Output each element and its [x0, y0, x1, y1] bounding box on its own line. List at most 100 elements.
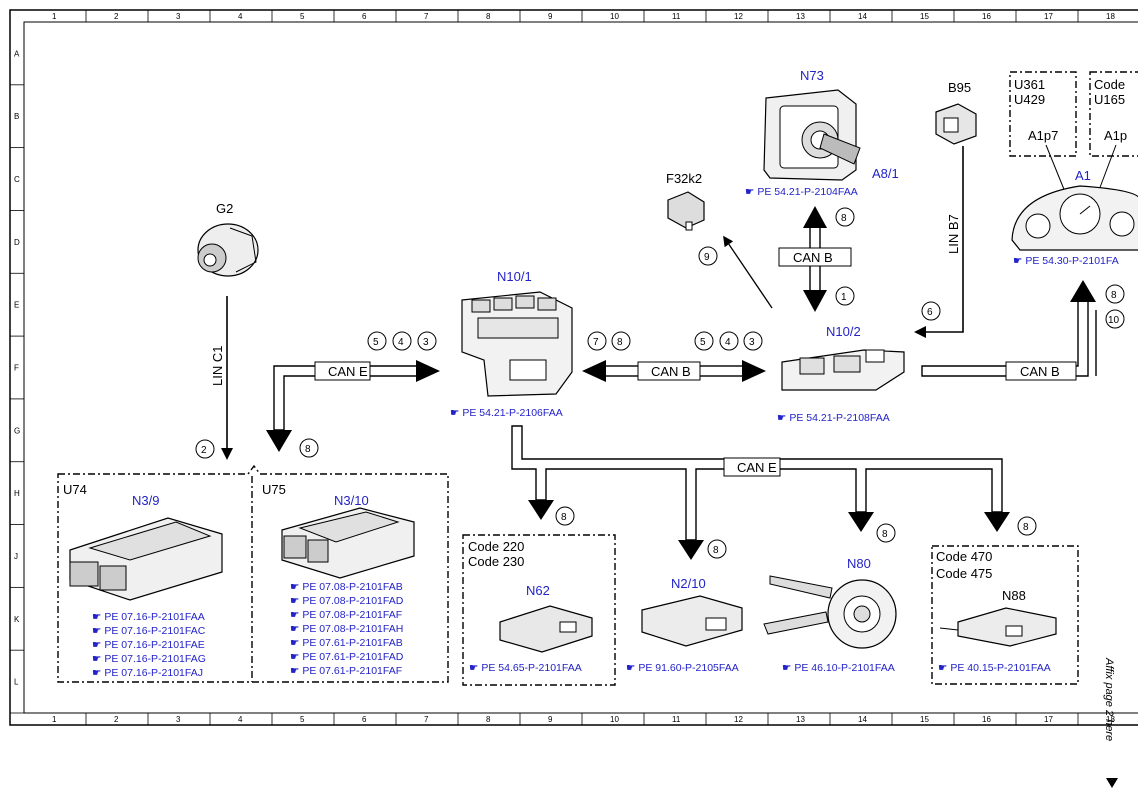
callout-7: 7 [593, 337, 599, 348]
n88-label: N88 [1002, 588, 1026, 603]
n10-2-label: N10/2 [826, 324, 861, 339]
outer-frame [9, 9, 1138, 726]
n3-10-ref-2: ☛ PE 07.08-P-2101FAF [290, 609, 402, 621]
n3-9-ref-1: ☛ PE 07.16-P-2101FAC [92, 625, 206, 637]
n3-9-label: N3/9 [132, 493, 159, 508]
n88-box [931, 545, 1079, 685]
callout-1: 1 [841, 292, 847, 303]
grid-row-label: L [14, 678, 19, 687]
n88-code2: Code 475 [936, 566, 992, 581]
n2-10-ref: ☛ PE 91.60-P-2105FAA [626, 662, 739, 674]
u75-label: U75 [262, 482, 286, 497]
grid-row-label: J [14, 552, 18, 561]
n3-10-ref-5: ☛ PE 07.61-P-2101FAD [290, 651, 404, 663]
n10-1-ref: ☛ PE 54.21-P-2106FAA [450, 407, 563, 419]
n3-10-ecu-icon [281, 507, 415, 579]
grid-col-label: 17 [1044, 12, 1053, 21]
n62-code1: Code 220 [468, 539, 524, 554]
n3-10-ref-6: ☛ PE 07.61-P-2101FAF [290, 665, 402, 677]
grid-row-label: K [14, 615, 20, 624]
grid-col-label: 6 [362, 12, 367, 21]
grid-col-label: 11 [672, 715, 681, 724]
arrow-down-icon [1106, 778, 1118, 788]
grid-col-label: 4 [238, 12, 243, 21]
callout-8c: 8 [841, 213, 847, 224]
n62-label: N62 [526, 583, 550, 598]
n62-module-icon [499, 605, 593, 653]
n62-box [462, 534, 616, 686]
grid-col-label: 9 [548, 715, 553, 724]
grid-col-label: 3 [176, 12, 181, 21]
grid-col-label: 7 [424, 715, 429, 724]
grid-col-label: 2 [114, 715, 119, 724]
n10-2-ref: ☛ PE 54.21-P-2108FAA [777, 412, 890, 424]
n80-ref: ☛ PE 46.10-P-2101FAA [782, 662, 895, 674]
grid-col-label: 14 [858, 715, 867, 724]
n10-2-module-icon [781, 349, 905, 391]
grid-col-label: 15 [920, 715, 929, 724]
n88-module-icon [939, 607, 1057, 647]
callout-8h: 8 [1023, 522, 1029, 533]
can-b-vert-label: CAN B [793, 250, 833, 265]
n3-10-ref-1: ☛ PE 07.08-P-2101FAD [290, 595, 404, 607]
grid-col-label: 18 [1106, 12, 1115, 21]
grid-col-label: 6 [362, 715, 367, 724]
a1-pin2-label: A1p [1104, 128, 1127, 143]
callout-4: 4 [398, 337, 404, 348]
n3-9-ref-3: ☛ PE 07.16-P-2101FAG [92, 653, 206, 665]
grid-col-label: 10 [610, 715, 619, 724]
callout-10: 10 [1108, 315, 1120, 326]
n80-label: N80 [847, 556, 871, 571]
n2-10-label: N2/10 [671, 576, 706, 591]
grid-row-label: C [14, 175, 20, 184]
n88-ref: ☛ PE 40.15-P-2101FAA [938, 662, 1051, 674]
grid-col-label: 13 [796, 12, 805, 21]
u74-label: U74 [63, 482, 87, 497]
n80-steering-column-module-icon [763, 575, 897, 649]
grid-row-label: A [14, 49, 20, 58]
n73-ref: ☛ PE 54.21-P-2104FAA [745, 186, 858, 198]
grid-col-label: 11 [672, 12, 681, 21]
grid-col-label: 17 [1044, 715, 1053, 724]
lin-b7-label: LIN B7 [946, 214, 961, 254]
grid-row-label: D [14, 238, 20, 247]
n3-9-ecu-icon [69, 517, 223, 601]
f32k2-relay-icon [667, 191, 705, 231]
can-b-mid-label: CAN B [651, 364, 691, 379]
n10-1-label: N10/1 [497, 269, 532, 284]
n3-9-ref-4: ☛ PE 07.16-P-2101FAJ [92, 667, 203, 679]
n73-ignition-switch-icon [763, 89, 861, 181]
callout-4b: 4 [725, 337, 731, 348]
n3-9-ref-2: ☛ PE 07.16-P-2101FAE [92, 639, 205, 651]
callout-8e: 8 [561, 512, 567, 523]
can-b-mid-bus [582, 360, 766, 382]
n3-10-ref-0: ☛ PE 07.08-P-2101FAB [290, 581, 403, 593]
n2-10-module-icon [641, 595, 743, 647]
can-e-bottom-label: CAN E [737, 460, 777, 475]
code-u165-box [1089, 71, 1138, 157]
grid-col-label: 1 [52, 12, 57, 21]
u361-line2: U429 [1014, 92, 1045, 107]
callout-8f: 8 [713, 545, 719, 556]
grid-col-label: 2 [114, 12, 119, 21]
callout-9: 9 [704, 252, 710, 263]
callout-8g: 8 [882, 529, 888, 540]
callout-5b: 5 [700, 337, 706, 348]
can-e-left-bus [266, 360, 440, 452]
grid-col-label: 5 [300, 12, 305, 21]
can-b-vertical-bus [778, 206, 852, 312]
lin-c1-label: LIN C1 [210, 346, 225, 386]
grid-col-label: 3 [176, 715, 181, 724]
callout-3: 3 [423, 337, 429, 348]
g2-label: G2 [216, 201, 233, 216]
callout-3b: 3 [749, 337, 755, 348]
callout-2: 2 [201, 445, 207, 456]
grid-row-label: F [14, 364, 19, 373]
affix-page-note: Affix page 2 here [1103, 657, 1115, 741]
callout-5: 5 [373, 337, 379, 348]
can-b-right-label: CAN B [1020, 364, 1060, 379]
